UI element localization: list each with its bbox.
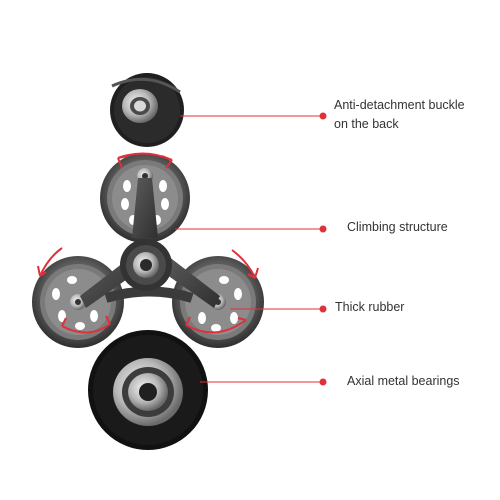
buckle-detail-circle [110, 73, 184, 147]
label-buckle-line1: Anti-detachment buckle [334, 98, 465, 112]
label-axial-metal-bearings: Axial metal bearings [347, 374, 460, 388]
left-wheel [32, 256, 124, 348]
bearing-detail-circle [88, 330, 208, 450]
rotation-arrows [37, 152, 259, 334]
center-hub [133, 252, 159, 278]
label-climbing-structure: Climbing structure [347, 220, 448, 234]
leader-lines [175, 115, 323, 383]
label-buckle-line2: on the back [334, 117, 399, 131]
stair-climbing-wheel-cluster [32, 153, 264, 348]
label-thick-rubber: Thick rubber [335, 300, 405, 314]
leader-dots [319, 112, 327, 386]
